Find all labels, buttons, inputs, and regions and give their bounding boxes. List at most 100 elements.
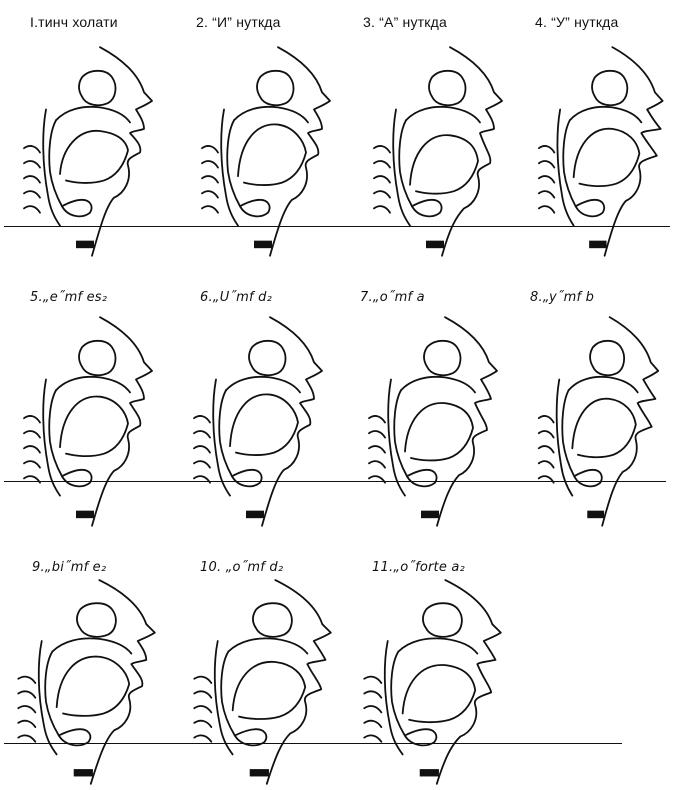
vertebra-mark (194, 431, 210, 438)
vocal-tract-sketch-9 (14, 578, 174, 788)
vertebra-mark (539, 446, 554, 453)
palate-arch-line (234, 107, 308, 123)
vertebra-mark (202, 206, 218, 213)
vocal-tract-sketch-6 (190, 315, 340, 530)
palate-arch-line (406, 107, 480, 123)
vertebra-mark (202, 161, 218, 168)
pharynx-wall-line (213, 380, 230, 496)
vocal-tract-sketch-11 (360, 578, 520, 788)
vertebra-mark (18, 691, 35, 697)
tongue-body-line (230, 394, 298, 455)
vertebra-mark (539, 176, 554, 183)
vertebra-mark (24, 446, 40, 453)
velum-line (45, 652, 59, 736)
palate-arch-line (401, 377, 475, 393)
vertebra-mark (369, 446, 385, 453)
nasal-cavity-shape (424, 341, 460, 375)
nasal-cavity-shape (429, 71, 465, 105)
vocal-tract-sketch-2 (198, 45, 348, 260)
vertebra-mark (369, 461, 385, 468)
figure-label-2: 2. “И” нуткда (196, 14, 281, 30)
vertebra-mark (24, 416, 40, 423)
vertebra-mark (369, 476, 385, 483)
larynx-line (405, 729, 437, 745)
vertebra-mark (539, 476, 554, 483)
cartilage-block (421, 510, 439, 519)
vertebra-mark (24, 476, 40, 483)
vertebra-mark (24, 206, 40, 213)
vocal-tract-sketch-5 (20, 315, 170, 530)
larynx-line (235, 729, 267, 745)
vocal-tract-sketch-4 (535, 45, 680, 260)
vertebra-mark (369, 431, 385, 438)
velum-line (563, 120, 575, 206)
vertebra-mark (539, 416, 554, 423)
figure-label-3: 3. “А” нуткда (363, 14, 447, 30)
pharynx-wall-line (43, 380, 60, 496)
pharynx-wall-line (43, 110, 60, 226)
cartilage-block (419, 769, 439, 777)
vertebra-mark (539, 461, 554, 468)
vocal-tract-sketch-8 (535, 315, 675, 530)
face-profile-line (262, 317, 322, 526)
figure-label-10: 10. „o˝mf d₂ (200, 560, 284, 575)
vertebra-mark (364, 706, 381, 712)
face-profile-line (270, 47, 330, 256)
face-profile-line (437, 580, 501, 784)
vertebra-mark (194, 416, 210, 423)
velum-line (394, 390, 407, 476)
reference-baseline-row-2 (4, 481, 666, 482)
velum-line (227, 120, 240, 206)
palate-arch-line (56, 377, 130, 393)
palate-arch-line (569, 377, 638, 393)
nasal-cavity-shape (590, 341, 624, 375)
pharynx-wall-line (215, 641, 233, 754)
figure-label-11: 11.„o˝forte a₂ (372, 560, 465, 575)
figure-label-5: 5.„e˝mf es₂ (30, 290, 108, 305)
pharynx-wall-line (388, 380, 405, 496)
tongue-body-line (57, 657, 130, 716)
vertebra-mark (24, 161, 40, 168)
tongue-body-line (574, 129, 640, 186)
face-profile-line (267, 580, 331, 784)
vertebra-mark (539, 191, 554, 198)
pharynx-wall-line (385, 641, 403, 754)
vertebra-mark (24, 146, 40, 153)
palate-arch-line (52, 638, 131, 653)
vertebra-mark (364, 721, 381, 727)
pharynx-wall-line (557, 110, 573, 226)
figure-label-9: 9.„bi˝mf e₂ (32, 560, 107, 575)
vertebra-mark (24, 461, 40, 468)
face-profile-line (602, 317, 658, 526)
palate-arch-line (226, 377, 300, 393)
vertebra-mark (194, 446, 210, 453)
larynx-line (574, 470, 602, 487)
nasal-cavity-shape (79, 341, 115, 375)
pharynx-wall-line (221, 110, 238, 226)
cartilage-block (254, 240, 272, 249)
cartilage-block (76, 240, 94, 249)
vertebra-mark (194, 721, 211, 727)
vertebra-mark (194, 476, 210, 483)
pharynx-wall-line (557, 380, 573, 496)
cartilage-block (587, 510, 605, 519)
cartilage-block (589, 240, 607, 249)
tongue-body-line (572, 399, 635, 458)
vertebra-mark (364, 691, 381, 697)
face-profile-line (605, 47, 663, 256)
pharynx-wall-line (393, 110, 410, 226)
reference-baseline-row-3 (4, 743, 622, 744)
vertebra-mark (202, 191, 218, 198)
vertebra-mark (18, 706, 35, 712)
larynx-line (412, 200, 442, 217)
velum-line (49, 120, 62, 206)
face-profile-line (91, 580, 155, 784)
tongue-body-line (405, 403, 473, 460)
vertebra-mark (539, 431, 554, 438)
face-profile-line (92, 317, 152, 526)
vertebra-mark (194, 735, 211, 741)
vertebra-mark (374, 191, 390, 198)
palate-arch-line (228, 638, 307, 653)
palate-arch-line (56, 107, 130, 123)
